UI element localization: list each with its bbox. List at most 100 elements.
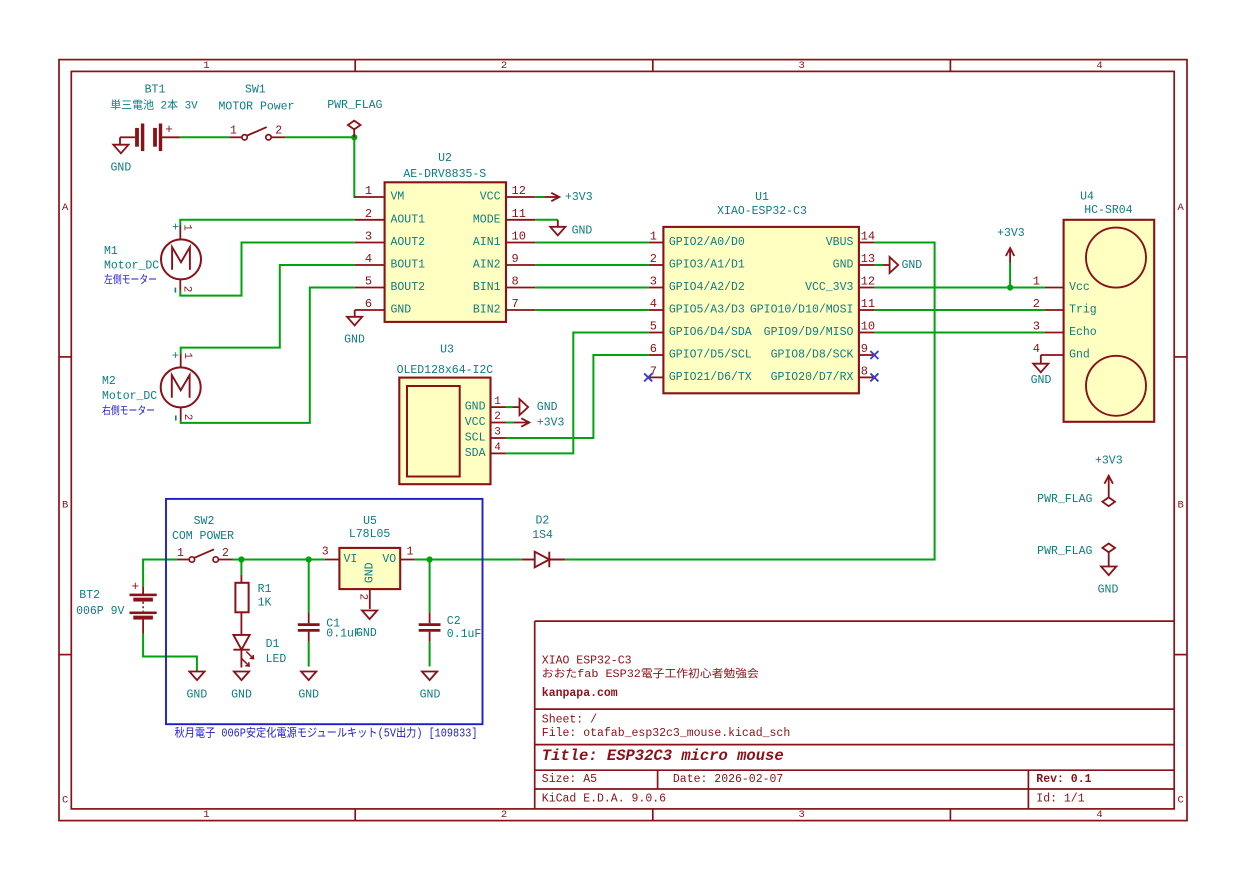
svg-text:GND: GND: [391, 304, 412, 317]
svg-text:10: 10: [861, 320, 875, 334]
svg-text:3: 3: [1033, 320, 1040, 334]
svg-text:11: 11: [861, 297, 875, 311]
svg-text:1S4: 1S4: [532, 529, 553, 542]
svg-text:7: 7: [512, 297, 519, 311]
svg-text:GND: GND: [298, 689, 319, 702]
svg-text:+: +: [131, 579, 139, 594]
svg-text:SDA: SDA: [465, 447, 486, 460]
svg-text:4: 4: [1033, 342, 1040, 356]
svg-text:COM POWER: COM POWER: [172, 530, 234, 543]
svg-text:Date: 2026-02-07: Date: 2026-02-07: [673, 773, 783, 786]
svg-text:1: 1: [407, 546, 414, 559]
svg-text:0.1uF: 0.1uF: [447, 628, 482, 641]
svg-text:LED: LED: [266, 653, 287, 666]
svg-text:AE-DRV8835-S: AE-DRV8835-S: [403, 168, 486, 181]
svg-text:1: 1: [177, 547, 184, 560]
svg-text:GPIO6/D4/SDA: GPIO6/D4/SDA: [669, 326, 752, 339]
svg-text:B: B: [1178, 500, 1184, 512]
svg-text:GND: GND: [537, 401, 558, 414]
svg-text:Rev: 0.1: Rev: 0.1: [1036, 773, 1091, 786]
svg-text:VCC_3V3: VCC_3V3: [805, 281, 853, 294]
svg-text:1: 1: [181, 224, 193, 231]
svg-text:9: 9: [512, 252, 519, 266]
svg-text:U3: U3: [440, 344, 454, 357]
svg-text:PWR_FLAG: PWR_FLAG: [1037, 545, 1092, 558]
svg-text:GPIO2/A0/D0: GPIO2/A0/D0: [669, 236, 745, 249]
svg-text:4: 4: [650, 297, 657, 311]
svg-text:M1: M1: [104, 245, 118, 258]
svg-text:7: 7: [650, 365, 657, 379]
svg-text:GND: GND: [1098, 584, 1119, 597]
svg-text:1: 1: [650, 230, 657, 244]
svg-text:GND: GND: [465, 401, 486, 414]
svg-text:2: 2: [1033, 297, 1040, 311]
svg-text:12: 12: [512, 184, 526, 198]
svg-text:AOUT1: AOUT1: [391, 213, 426, 226]
svg-text:2: 2: [650, 252, 657, 266]
svg-text:GND: GND: [356, 627, 377, 640]
svg-text:GPIO21/D6/TX: GPIO21/D6/TX: [669, 371, 752, 384]
svg-text:6: 6: [365, 297, 372, 311]
svg-text:3: 3: [494, 427, 501, 439]
svg-text:AOUT2: AOUT2: [391, 236, 426, 249]
svg-text:9: 9: [861, 342, 868, 356]
svg-text:Id: 1/1: Id: 1/1: [1036, 792, 1084, 805]
svg-text:1: 1: [181, 352, 193, 359]
svg-text:5: 5: [365, 275, 372, 289]
svg-text:BT2: BT2: [79, 589, 100, 602]
svg-text:4: 4: [1096, 60, 1102, 72]
svg-text:GPIO7/D5/SCL: GPIO7/D5/SCL: [669, 349, 752, 362]
svg-text:2: 2: [181, 414, 193, 421]
svg-text:U1: U1: [755, 191, 769, 204]
svg-text:14: 14: [861, 230, 875, 244]
svg-text:BOUT1: BOUT1: [391, 259, 426, 272]
svg-text:kanpapa.com: kanpapa.com: [542, 687, 618, 700]
svg-text:GND: GND: [572, 224, 593, 237]
svg-text:SW2: SW2: [194, 515, 215, 528]
svg-text:3: 3: [322, 546, 329, 559]
svg-text:OLED128x64-I2C: OLED128x64-I2C: [397, 364, 494, 377]
svg-text:+3V3: +3V3: [1095, 455, 1123, 468]
svg-text:BIN2: BIN2: [473, 304, 501, 317]
svg-text:VCC: VCC: [465, 416, 486, 429]
svg-text:Motor_DC: Motor_DC: [102, 390, 157, 403]
svg-text:AIN1: AIN1: [473, 236, 501, 249]
svg-text:Trig: Trig: [1069, 304, 1097, 317]
svg-text:1: 1: [494, 396, 501, 408]
svg-text:2: 2: [181, 286, 193, 293]
svg-text:1: 1: [203, 60, 209, 72]
svg-text:VM: VM: [391, 191, 405, 204]
svg-text:1: 1: [1033, 275, 1040, 289]
svg-text:Gnd: Gnd: [1069, 349, 1090, 362]
svg-text:3: 3: [365, 230, 372, 244]
svg-text:M2: M2: [102, 375, 116, 388]
svg-text:GPIO9/D9/MISO: GPIO9/D9/MISO: [764, 326, 854, 339]
svg-text:D1: D1: [266, 638, 280, 651]
svg-text:Sheet: /: Sheet: /: [542, 713, 597, 726]
svg-text:U2: U2: [438, 152, 452, 165]
svg-text:VO: VO: [382, 553, 396, 566]
svg-text:+: +: [172, 349, 179, 363]
svg-text:VBUS: VBUS: [826, 236, 854, 249]
svg-text:11: 11: [512, 207, 526, 221]
svg-text:C2: C2: [447, 615, 461, 628]
svg-text:KiCad E.D.A. 9.0.6: KiCad E.D.A. 9.0.6: [542, 792, 666, 805]
svg-text:GND: GND: [364, 562, 377, 583]
svg-text:C1: C1: [326, 618, 340, 631]
svg-text:10: 10: [512, 230, 526, 244]
svg-text:+3V3: +3V3: [537, 417, 565, 430]
svg-text:2: 2: [365, 207, 372, 221]
svg-text:SCL: SCL: [465, 432, 486, 445]
svg-text:PWR_FLAG: PWR_FLAG: [1037, 493, 1092, 506]
svg-text:Size: A5: Size: A5: [542, 773, 597, 786]
svg-text:2: 2: [501, 60, 507, 72]
svg-text:3: 3: [798, 60, 804, 72]
svg-text:5: 5: [650, 320, 657, 334]
svg-text:8: 8: [512, 275, 519, 289]
svg-text:BT1: BT1: [145, 84, 166, 97]
svg-text:おおたfab ESP32電子工作初心者勉強会: おおたfab ESP32電子工作初心者勉強会: [542, 666, 759, 681]
svg-text:MODE: MODE: [473, 213, 501, 226]
svg-text:GND: GND: [420, 689, 441, 702]
svg-text:A: A: [62, 202, 69, 214]
svg-text:C: C: [1178, 795, 1184, 807]
